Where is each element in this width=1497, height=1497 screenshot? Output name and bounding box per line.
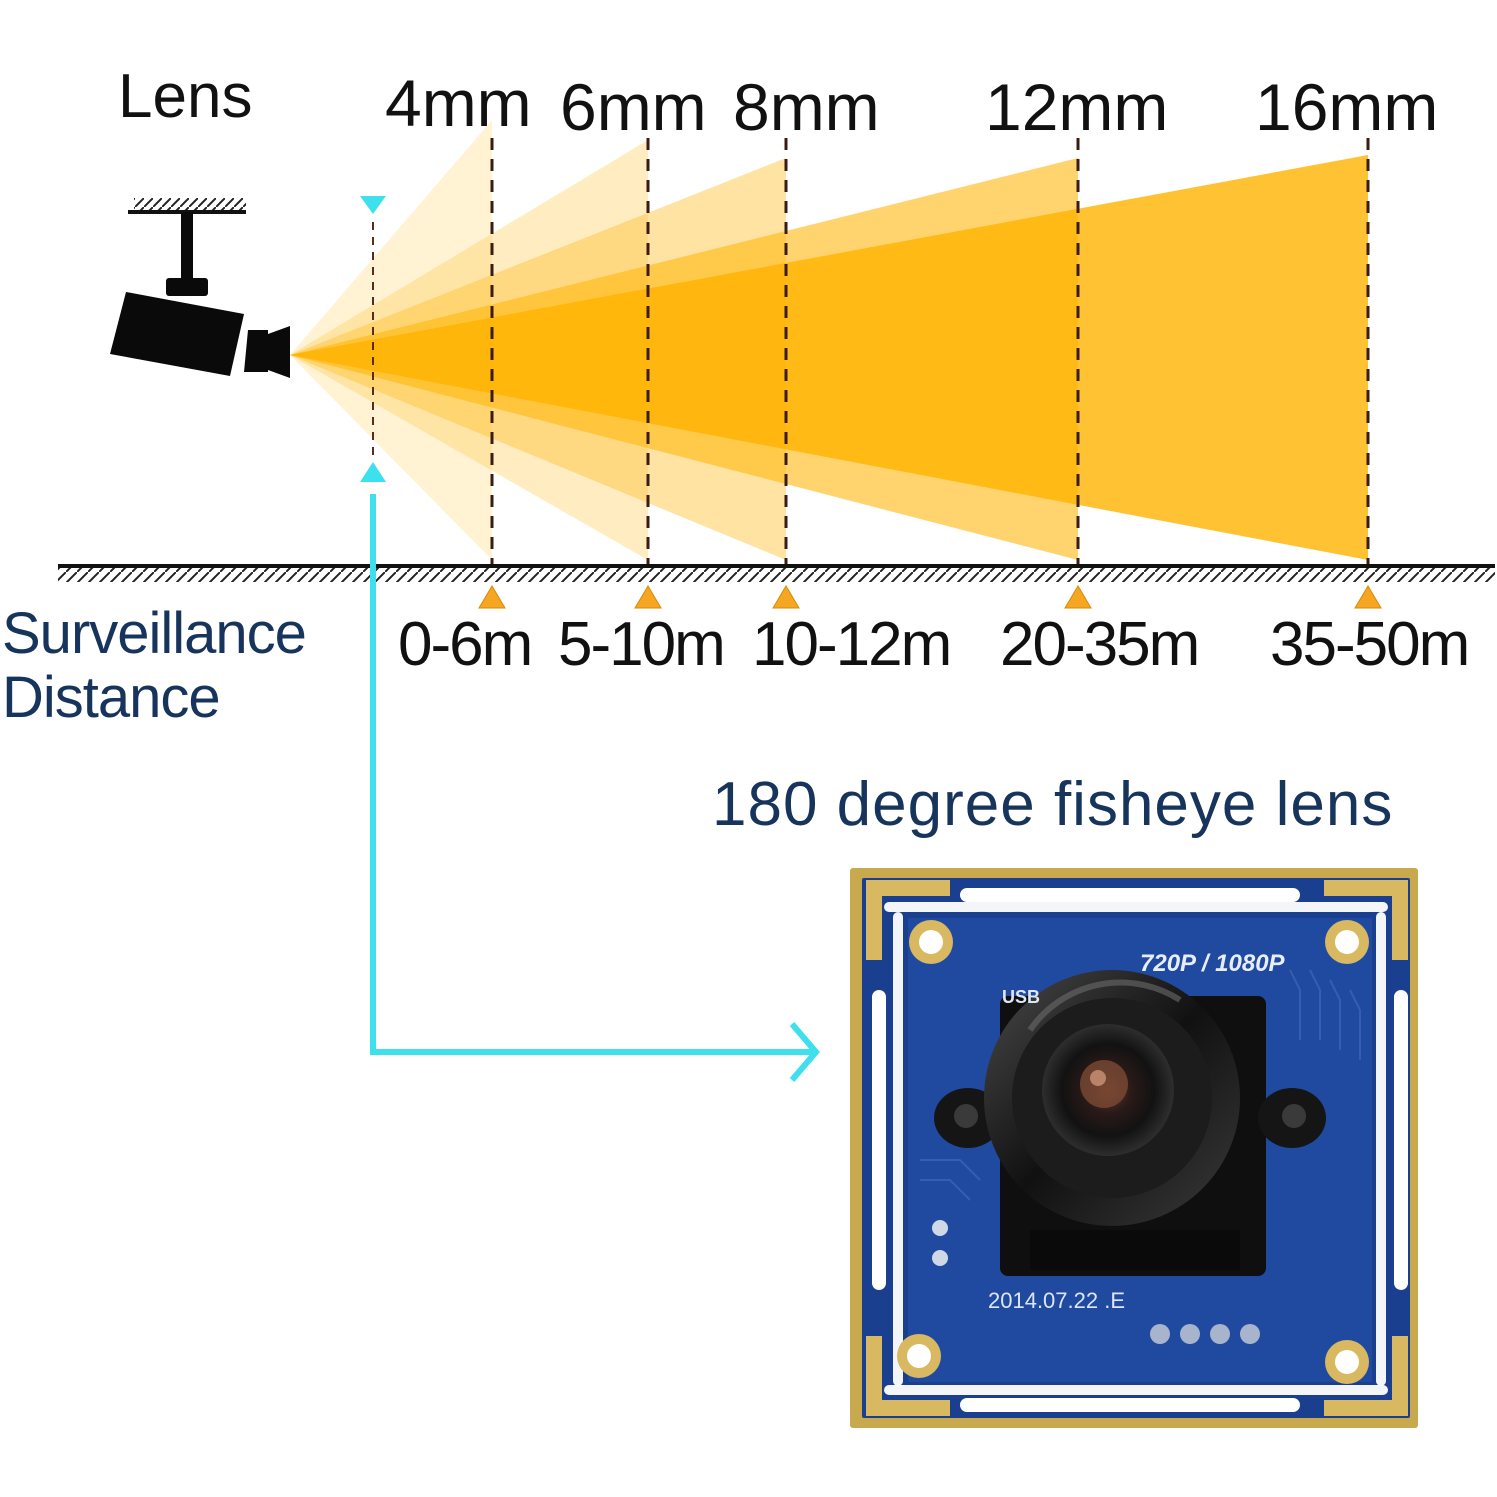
board-resolution-marking: 720P / 1080P: [1140, 950, 1285, 977]
mounting-holes: [897, 920, 1369, 1384]
beam-cones: [290, 120, 1368, 560]
board-date-marking: 2014.07.22 .E: [988, 1288, 1126, 1313]
board-usb-marking: USB: [1002, 987, 1041, 1007]
focal-length-label: 6mm: [560, 70, 707, 144]
focal-length-label: 8mm: [733, 70, 880, 144]
ground-line: [58, 564, 1495, 582]
surveillance-label-line1: Surveillance: [2, 601, 307, 666]
focal-length-label: 12mm: [985, 70, 1169, 144]
distance-label: 20-35m: [1000, 610, 1200, 679]
cctv-camera-icon: [110, 198, 290, 378]
arrow-right-icon: [789, 1022, 820, 1082]
focal-length-label: 16mm: [1255, 70, 1439, 144]
beam-16mm: [290, 155, 1368, 560]
focal-length-label: 4mm: [385, 66, 532, 140]
triangle-marker-icon: [1354, 585, 1382, 609]
fisheye-pointer: [360, 196, 820, 1082]
triangle-marker-icon: [1064, 585, 1092, 609]
arrow-down-icon: [360, 196, 386, 214]
distance-markers: [478, 585, 1382, 609]
distance-label: 0-6m: [398, 610, 533, 679]
arrow-up-icon: [360, 462, 386, 482]
distance-label: 35-50m: [1270, 610, 1470, 679]
triangle-marker-icon: [772, 585, 800, 609]
distance-label: 5-10m: [558, 610, 726, 679]
focal-lines: [490, 138, 1370, 566]
lens-heading: Lens: [118, 62, 253, 131]
distance-label: 10-12m: [752, 610, 952, 679]
surveillance-label-line2: Distance: [2, 665, 221, 730]
triangle-marker-icon: [478, 585, 506, 609]
camera-board: [850, 868, 1418, 1428]
triangle-marker-icon: [634, 585, 662, 609]
fisheye-lens: [934, 970, 1326, 1276]
surveillance-distance-label: Surveillance Distance: [2, 601, 307, 730]
fisheye-title: 180 degree fisheye lens: [712, 770, 1394, 839]
